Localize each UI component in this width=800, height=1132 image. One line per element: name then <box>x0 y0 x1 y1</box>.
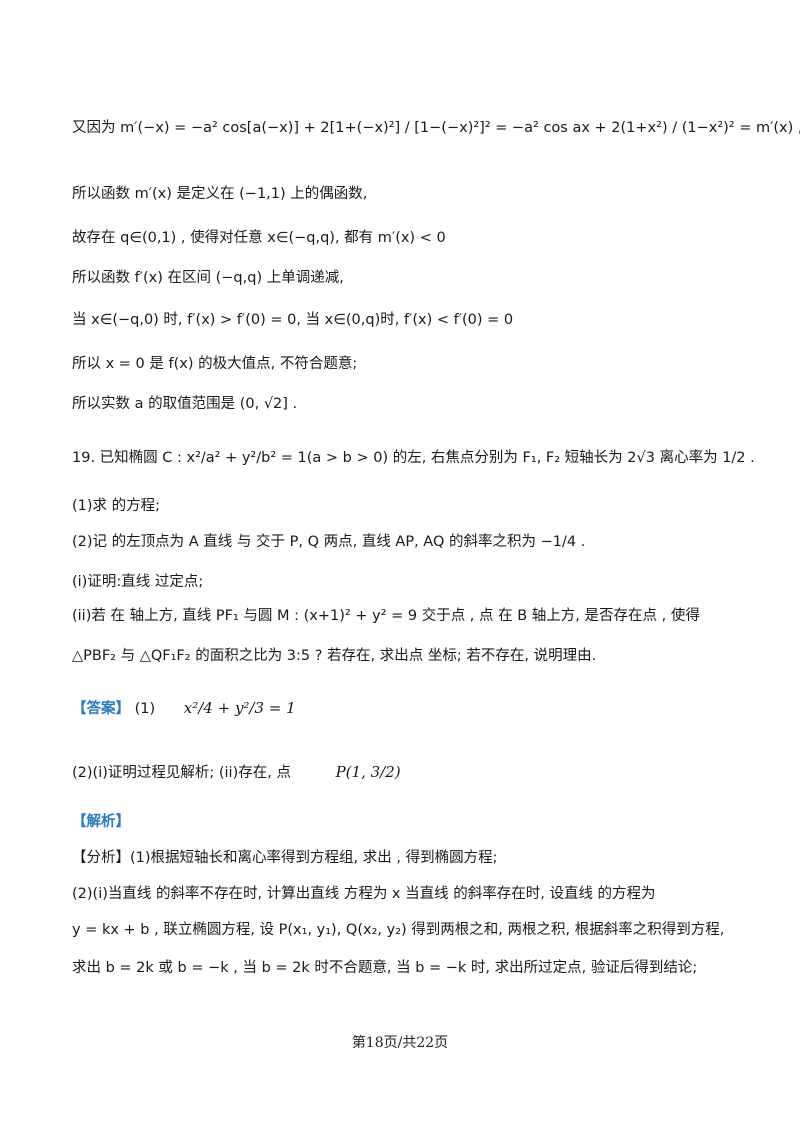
text-line: 故存在 q∈(0,1) , 使得对任意 x∈(−q,q), 都有 m′(x) <… <box>72 230 446 246</box>
analysis-line: (2)(i)当直线 的斜率不存在时, 计算出直线 方程为 x 当直线 的斜率存在… <box>72 886 656 902</box>
answer-tag: 【答案】 <box>72 701 130 717</box>
question-part: (1)求 的方程; <box>72 498 161 514</box>
question-stem: 19. 已知椭圆 C : x²/a² + y²/b² = 1(a > b > 0… <box>72 450 755 466</box>
analysis-line: 求出 b = 2k 或 b = −k , 当 b = 2k 时不合题意, 当 b… <box>72 960 698 976</box>
analysis-tag: 【解析】 <box>72 814 130 830</box>
text-line: 所以实数 a 的取值范围是 (0, √2] . <box>72 396 298 412</box>
analysis-line: y = kx + b , 联立椭圆方程, 设 P(x₁, y₁), Q(x₂, … <box>72 922 725 938</box>
answer-line: 【答案】 (1) x²/4 + y²/3 = 1 <box>72 698 730 719</box>
text-line: 又因为 m′(−x) = −a² cos[a(−x)] + 2[1+(−x)²]… <box>72 120 800 136</box>
answer-part2-point: P(1, 3/2) <box>335 763 401 781</box>
analysis-line: 【分析】(1)根据短轴长和离心率得到方程组, 求出 , 得到椭圆方程; <box>72 850 498 866</box>
text-line: 所以 x = 0 是 f(x) 的极大值点, 不符合题意; <box>72 356 358 372</box>
answer-part1-formula: x²/4 + y²/3 = 1 <box>183 699 296 717</box>
text-line: 当 x∈(−q,0) 时, f′(x) > f′(0) = 0, 当 x∈(0,… <box>72 312 514 328</box>
question-part: △PBF₂ 与 △QF₁F₂ 的面积之比为 3:5 ? 若存在, 求出点 坐标;… <box>72 648 597 664</box>
answer-part1-label: (1) <box>134 701 156 717</box>
page-footer: 第18页/共22页 <box>351 1035 449 1051</box>
question-part: (ii)若 在 轴上方, 直线 PF₁ 与圆 M : (x+1)² + y² =… <box>72 608 700 624</box>
answer-part2: (2)(i)证明过程见解析; (ii)存在, 点 <box>72 765 291 781</box>
text-line: 所以函数 f′(x) 在区间 (−q,q) 上单调递减, <box>72 270 344 286</box>
analysis-heading: 【解析】 <box>72 812 730 832</box>
text-line: 所以函数 m′(x) 是定义在 (−1,1) 上的偶函数, <box>72 186 368 202</box>
question-part: (i)证明:直线 过定点; <box>72 574 204 590</box>
question-part: (2)记 的左顶点为 A 直线 与 交于 P, Q 两点, 直线 AP, AQ … <box>72 534 586 550</box>
answer-line: (2)(i)证明过程见解析; (ii)存在, 点 P(1, 3/2) <box>72 762 730 783</box>
